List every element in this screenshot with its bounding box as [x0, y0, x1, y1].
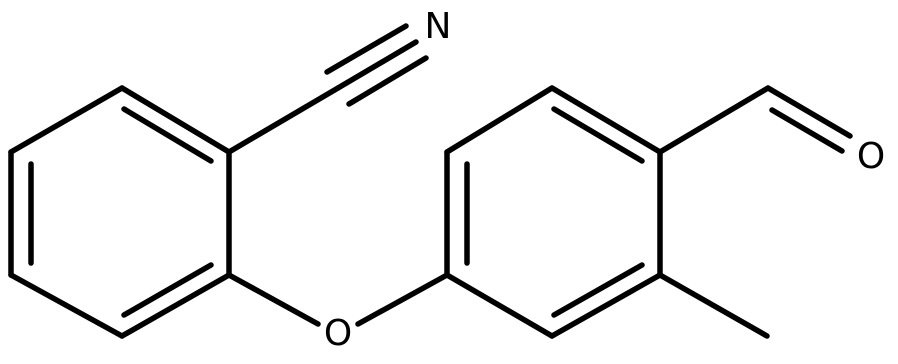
ring-b-bond-5 — [549, 272, 663, 339]
ring-a-bond-1-inner — [121, 106, 214, 164]
triple-bond-center — [335, 39, 419, 91]
ring-a-bond-6 — [8, 85, 125, 155]
aldehyde-oxygen-label: O — [857, 136, 885, 177]
ether-oxygen-label: O — [324, 313, 352, 354]
ring-b-bond-6 — [444, 272, 555, 339]
triple-bond-lower — [346, 55, 429, 107]
aldehyde-group: O — [657, 85, 885, 177]
nitrile-nitrogen-label: N — [425, 6, 452, 47]
ring-b-bond-5-inner — [551, 262, 645, 318]
nitrile-bond-1 — [226, 85, 341, 155]
aldehyde-bond-ring — [657, 85, 771, 155]
benzonitrile-ring — [8, 85, 232, 339]
ring-b-bond-3-inner — [551, 106, 645, 164]
ring-a-bond-4 — [8, 272, 125, 339]
ether-bond-left — [226, 272, 321, 327]
ring-b-bond-3 — [549, 85, 663, 155]
ring-b-bond-2 — [444, 85, 555, 155]
methyl-group — [657, 272, 770, 339]
triple-bond-upper — [324, 23, 409, 75]
ring-a-bond-3-inner — [121, 262, 214, 318]
ring-a-bond-3 — [119, 272, 232, 339]
aldehyde-double-bond-inner — [769, 107, 845, 154]
methyl-bond — [657, 272, 770, 339]
ring-a-bond-1 — [119, 85, 232, 155]
nitrile-group: N — [226, 6, 452, 155]
benzaldehyde-ring — [444, 85, 663, 339]
ether-bond-right — [355, 272, 450, 327]
ether-linkage: O — [226, 272, 450, 354]
aldehyde-double-bond-outer — [765, 85, 853, 139]
